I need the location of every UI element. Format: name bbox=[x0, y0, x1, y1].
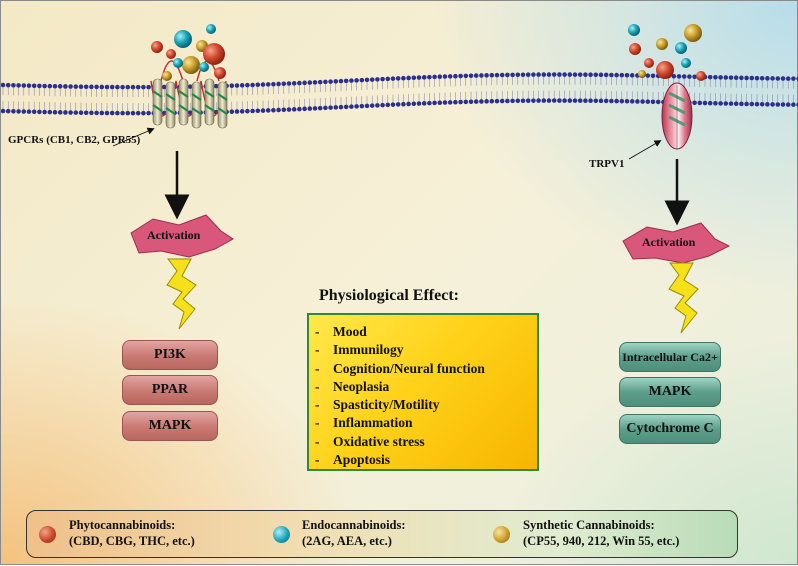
legend-item-phyto: Phytocannabinoids:(CBD, CBG, THC, etc.) bbox=[69, 518, 195, 548]
effect-title: Physiological Effect: bbox=[319, 287, 459, 304]
signal-bolt-left bbox=[166, 258, 197, 330]
pathway-box-mapk-left: MAPK bbox=[122, 411, 218, 441]
activation-shape-left bbox=[130, 214, 234, 258]
pathway-box-ppar: PPAR bbox=[122, 375, 218, 405]
activation-shape-right bbox=[622, 222, 731, 264]
gpcr-pointer-arrow bbox=[112, 127, 155, 147]
pathway-box-mapk-right: MAPK bbox=[619, 377, 721, 407]
trpv1-channel bbox=[661, 82, 693, 150]
effect-item: -Immunilogy bbox=[315, 342, 404, 358]
effect-item: -Inflammation bbox=[315, 415, 413, 431]
pathway-box-cytochrome: Cytochrome C bbox=[619, 414, 721, 444]
effect-item: -Neoplasia bbox=[315, 378, 390, 394]
legend: Phytocannabinoids:(CBD, CBG, THC, etc.) … bbox=[26, 510, 738, 558]
legend-item-endo: Endocannabinoids:(2AG, AEA, etc.) bbox=[302, 518, 406, 548]
endo-legend-dot bbox=[273, 526, 290, 543]
activation-label-right: Activation bbox=[642, 235, 696, 249]
pathway-box-calcium: Intracellular Ca2+ bbox=[619, 342, 721, 372]
activation-label-left: Activation bbox=[147, 228, 201, 242]
effect-item: -Mood bbox=[315, 324, 367, 339]
effect-item: -Oxidative stress bbox=[315, 433, 425, 449]
ligand-spheres bbox=[151, 24, 706, 81]
phyto-legend-dot bbox=[39, 526, 56, 543]
pathway-box-pi3k: PI3K bbox=[122, 340, 218, 370]
trpv1-pointer-arrow bbox=[628, 140, 662, 160]
gpcr-label: GPCRs (CB1, CB2, GPR55) bbox=[8, 134, 141, 146]
trpv1-label: TRPV1 bbox=[589, 158, 625, 170]
signal-bolt-right bbox=[668, 262, 699, 334]
legend-item-synthetic: Synthetic Cannabinoids:(CP55, 940, 212, … bbox=[523, 518, 680, 548]
effect-item: -Cognition/Neural function bbox=[315, 360, 485, 376]
effect-item: -Spasticity/Motility bbox=[315, 397, 440, 413]
effect-item: -Apoptosis bbox=[315, 452, 391, 468]
synthetic-legend-dot bbox=[493, 526, 510, 543]
effect-list-box: -Mood -Immunilogy -Cognition/Neural func… bbox=[307, 313, 539, 471]
